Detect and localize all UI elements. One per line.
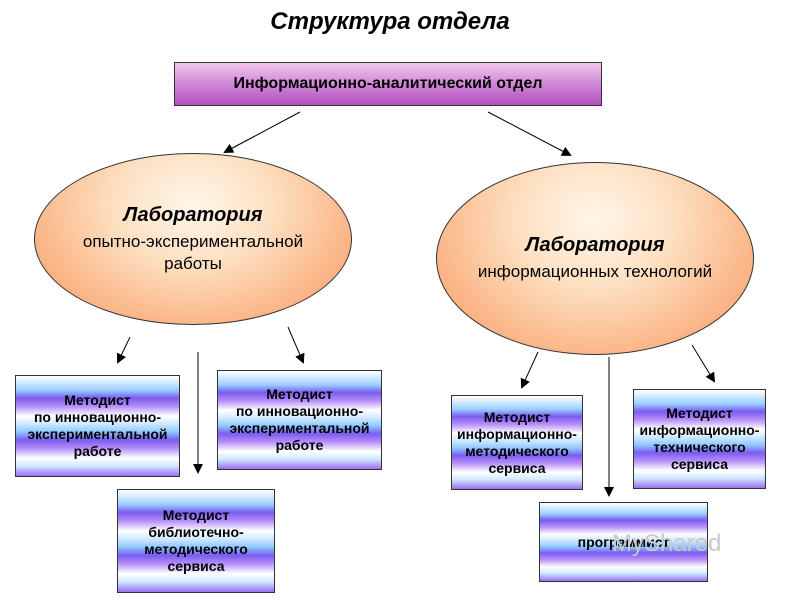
top-department-box: Информационно-аналитический отдел: [174, 62, 602, 106]
box-line: работе: [275, 437, 324, 453]
box-line: методического: [144, 541, 248, 557]
arrow-top-to-right-lab: [487, 111, 572, 156]
watermark-text: MyShared: [612, 530, 722, 557]
box-line: работе: [73, 443, 122, 459]
methodist-library-box: Методист библиотечно- методического серв…: [117, 489, 275, 593]
methodist-innovation-box-1: Методист по инновационно- эксперименталь…: [15, 375, 180, 477]
box-line: сервиса: [670, 456, 729, 472]
lab-it-ellipse: Лаборатория информационных технологий: [436, 162, 754, 355]
lab-left-line1: опытно-экспериментальной: [82, 231, 304, 251]
box-line: технического: [653, 439, 746, 455]
lab-experimental-ellipse: Лаборатория опытно-экспериментальной раб…: [34, 153, 352, 325]
lab-left-line2: работы: [164, 253, 222, 273]
box-line: информационно-: [639, 422, 760, 438]
arrow-left-lab-to-m1: [116, 336, 131, 364]
lab-right-line1: информационных технологий: [477, 262, 713, 281]
box-line: Методист: [483, 408, 551, 425]
box-line: информационно-: [457, 425, 577, 442]
box-line: Методист: [266, 386, 333, 402]
box-line: Методист: [666, 405, 733, 421]
arrow-left-lab-to-m2: [287, 326, 305, 364]
box-line: экспериментальной: [229, 420, 370, 436]
lab-left-heading: Лаборатория: [123, 203, 263, 226]
box-line: Методист: [162, 507, 230, 523]
box-line: Методист: [64, 392, 131, 408]
lab-right-heading: Лаборатория: [525, 234, 665, 256]
box-line: библиотечно-: [148, 524, 244, 540]
box-line: сервиса: [488, 459, 546, 476]
box-line: сервиса: [167, 558, 225, 574]
box-line: экспериментальной: [27, 426, 168, 442]
methodist-info-tech-box: Методист информационно- технического сер…: [633, 389, 766, 489]
box-line: по инновационно-: [33, 409, 162, 425]
arrow-right-lab-to-m5: [691, 344, 716, 383]
arrow-right-lab-to-m4: [520, 351, 539, 389]
arrow-top-to-left-lab: [223, 111, 301, 153]
programmer-box: программист: [539, 502, 708, 582]
diagram-title: Структура отдела: [270, 8, 510, 35]
box-line: по инновационно-: [235, 403, 364, 419]
box-line: программист: [577, 533, 670, 550]
methodist-info-method-box: Методист информационно- методического се…: [451, 395, 583, 490]
box-line: методического: [465, 442, 569, 459]
methodist-innovation-box-2: Методист по инновационно- эксперименталь…: [217, 370, 382, 470]
